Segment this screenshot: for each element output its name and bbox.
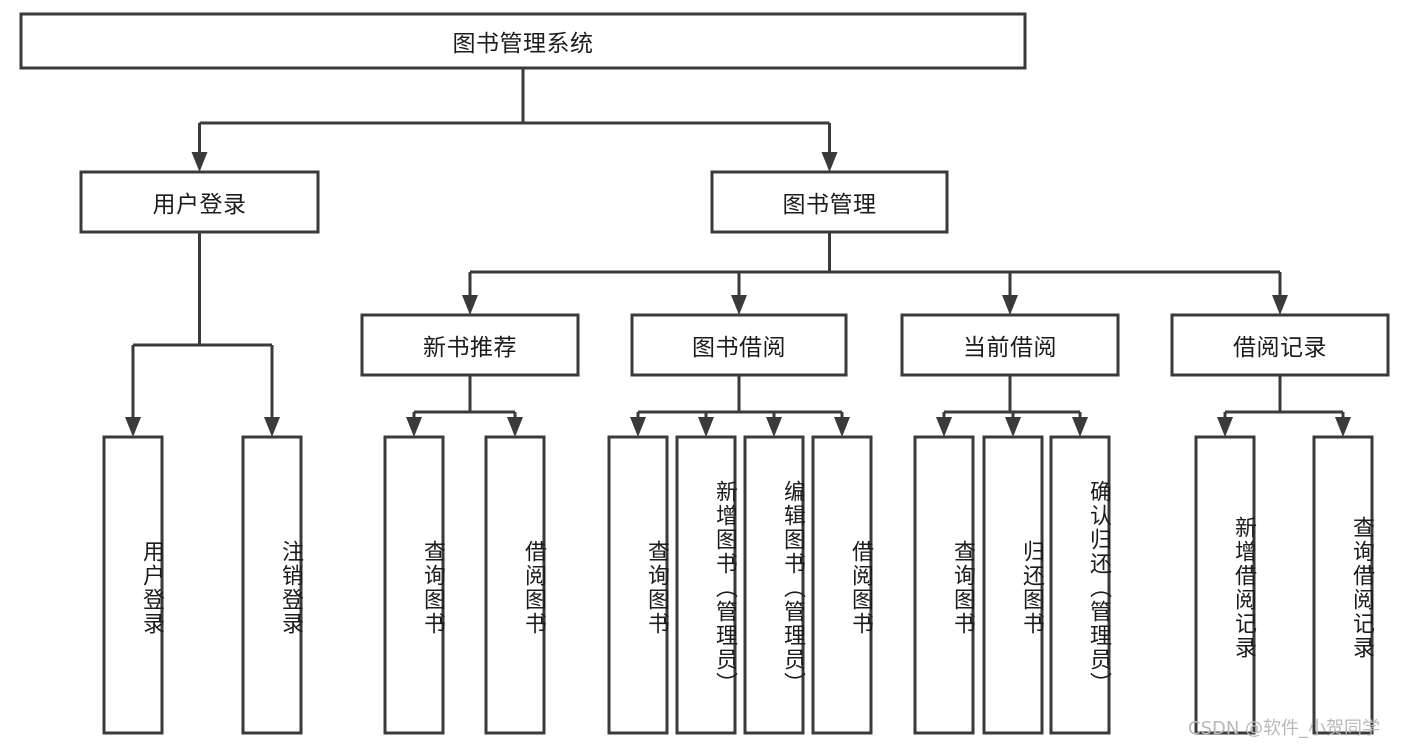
- node-box-borrow-record[interactable]: [1170, 313, 1390, 377]
- arrow-head-icon: [821, 152, 838, 172]
- arrow-head-icon: [1217, 417, 1233, 437]
- node-box-leaf-query-book-borrow[interactable]: [607, 435, 669, 735]
- arrow-head-icon: [936, 417, 952, 437]
- arrow-head-icon: [834, 417, 850, 437]
- arrow-head-icon: [264, 417, 280, 437]
- node-box-leaf-logout[interactable]: [241, 435, 303, 735]
- arrow-head-icon: [1335, 417, 1351, 437]
- node-box-current-borrow[interactable]: [900, 313, 1120, 377]
- arrow-head-icon: [1272, 295, 1288, 315]
- node-box-book-borrow[interactable]: [630, 313, 848, 377]
- node-box-leaf-add-record[interactable]: [1194, 435, 1256, 735]
- node-box-user-login[interactable]: [79, 170, 320, 234]
- node-box-leaf-query-record[interactable]: [1312, 435, 1374, 735]
- node-box-leaf-user-login[interactable]: [102, 435, 164, 735]
- watermark-text: CSDN @软件_小贺同学: [1188, 718, 1381, 739]
- node-box-book-manage[interactable]: [710, 170, 949, 234]
- arrow-head-icon: [406, 417, 422, 437]
- arrow-head-icon: [125, 417, 141, 437]
- node-box-new-book-rec[interactable]: [360, 313, 580, 377]
- node-box-leaf-borrow-book-rec[interactable]: [484, 435, 546, 735]
- node-box-leaf-query-book-current[interactable]: [913, 435, 975, 735]
- arrow-head-icon: [698, 417, 714, 437]
- node-box-leaf-edit-book[interactable]: [743, 435, 805, 735]
- arrow-head-icon: [766, 417, 782, 437]
- node-box-leaf-query-book-rec[interactable]: [383, 435, 445, 735]
- arrow-head-icon: [462, 295, 478, 315]
- arrow-head-icon: [191, 152, 208, 172]
- arrow-head-icon: [507, 417, 523, 437]
- arrow-head-icon: [1072, 417, 1088, 437]
- node-box-leaf-return-book[interactable]: [982, 435, 1044, 735]
- boxes-layer: [19, 12, 1390, 735]
- arrow-head-icon: [1002, 295, 1018, 315]
- node-box-leaf-confirm-return[interactable]: [1049, 435, 1111, 735]
- arrow-head-icon: [630, 417, 646, 437]
- node-box-leaf-add-book[interactable]: [675, 435, 737, 735]
- connectors-layer: [125, 68, 1351, 437]
- node-box-leaf-borrow-book[interactable]: [811, 435, 873, 735]
- node-box-root[interactable]: [19, 12, 1027, 70]
- arrow-head-icon: [731, 295, 747, 315]
- arrow-head-icon: [1005, 417, 1021, 437]
